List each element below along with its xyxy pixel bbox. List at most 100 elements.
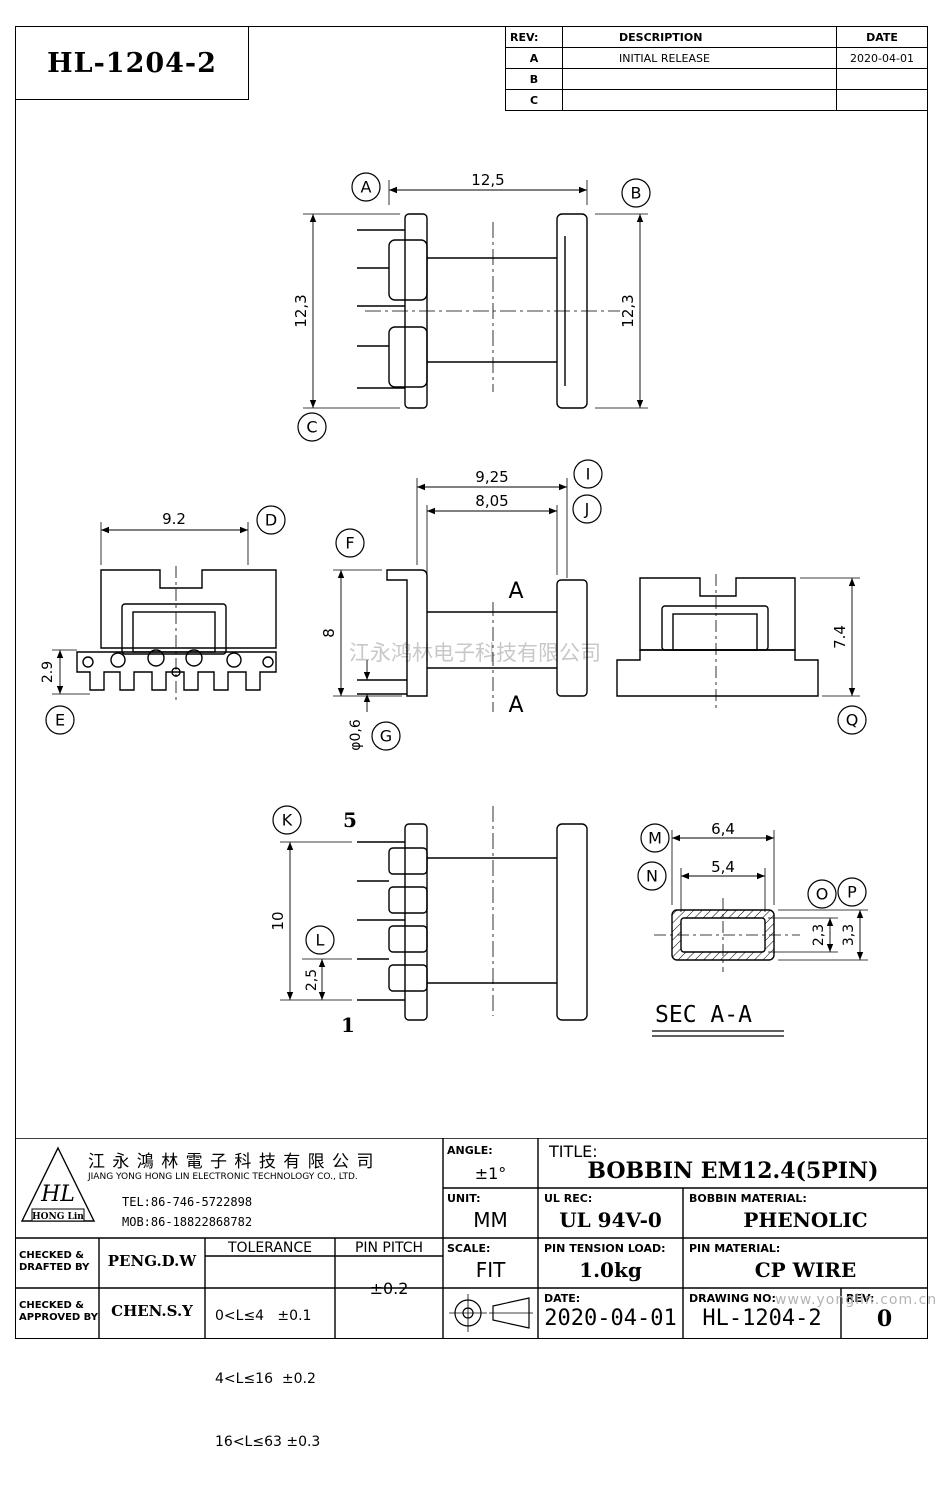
logo-text: HONG Lin (32, 1212, 84, 1222)
angle-value: ±1° (474, 1164, 507, 1183)
part-number: HL-1204-2 (47, 47, 217, 79)
ul-label: UL REC: (544, 1192, 593, 1205)
dim-pin-dia: φ0,6 (348, 719, 364, 751)
description-cell: INITIAL RELEASE (562, 47, 837, 69)
title-label: TITLE: (549, 1142, 598, 1161)
callout-label: F (345, 534, 354, 553)
callout-k: K (272, 805, 302, 835)
pin-material-label: PIN MATERIAL: (689, 1242, 781, 1255)
section-mark-bottom: A (508, 693, 523, 718)
pin-pitch-value: ±0.2 (369, 1279, 409, 1298)
company-tel: TEL:86-746-5722898 (122, 1195, 253, 1209)
callout-q: Q (837, 705, 867, 735)
rear-view: 7.4 (616, 574, 860, 710)
dim-front-width: 9.2 (162, 510, 186, 528)
revision-row: C (505, 89, 928, 111)
callout-m: M (640, 823, 670, 853)
projection-symbol-icon (449, 1294, 533, 1332)
dim-top-height-left: 12,3 (292, 294, 310, 327)
callout-b: B (621, 178, 651, 208)
callout-label: C (306, 418, 317, 437)
dim-sec-inner-h: 2,3 (811, 924, 827, 946)
unit-value: MM (473, 1208, 508, 1232)
callout-label: J (584, 500, 590, 519)
callout-label: K (282, 811, 293, 830)
unit-label: UNIT: (447, 1192, 481, 1205)
title-block-grid (15, 1138, 928, 1339)
dim-rear-height: 7.4 (831, 625, 849, 649)
callout-p: P (837, 877, 867, 907)
dim-top-width: 12,5 (471, 171, 504, 189)
pin-tension-label: PIN TENSION LOAD: (544, 1242, 666, 1255)
dim-bottom-span: 10 (269, 911, 287, 930)
callout-g: G (371, 721, 401, 751)
drawing-frame (15, 26, 928, 1339)
callout-c: C (297, 412, 327, 442)
logo-letters: HL (40, 1182, 75, 1207)
approved-by-label-line2: APPROVED BY (19, 1312, 98, 1323)
title-block: HL HONG Lin 江 永 鴻 林 電 子 科 技 有 限 公 司 JIAN… (15, 1138, 936, 1450)
drafted-by-label-line1: CHECKED & (19, 1250, 84, 1261)
tolerance-label: TOLERANCE (227, 1240, 313, 1256)
drafted-by-label: CHECKED & DRAFTED BY (19, 1250, 89, 1274)
callout-n: N (637, 861, 667, 891)
callout-j: J (572, 494, 602, 524)
top-view: 12,5 12,3 12,3 (292, 171, 648, 409)
callout-l: L (305, 925, 335, 955)
approved-by-label: CHECKED & APPROVED BY (19, 1300, 98, 1324)
section-mark-top: A (508, 579, 523, 604)
callout-d: D (256, 505, 286, 535)
drafted-by-label-line2: DRAFTED BY (19, 1262, 90, 1273)
pin-tension-value: 1.0kg (579, 1258, 642, 1282)
callout-i: I (573, 459, 603, 489)
tolerance-row: 4<L≤16 ±0.2 (215, 1371, 316, 1387)
rev-label: REV: (846, 1292, 875, 1305)
section-title: SEC A-A (655, 1002, 752, 1028)
callout-label: M (648, 829, 662, 848)
pin-material-value: CP WIRE (754, 1258, 857, 1282)
side-view: A A 9,25 8,05 8 φ0,6 (320, 468, 588, 751)
drawing-no-label: DRAWING NO: (689, 1292, 776, 1305)
ul-value: UL 94V-0 (559, 1208, 662, 1232)
pin-number-top: 5 (343, 808, 357, 832)
section-a-a: 6,4 5,4 2,3 3,3 SEC A-A (652, 820, 868, 1037)
callout-label: O (816, 885, 829, 904)
callout-a: A (351, 172, 381, 202)
approved-by-label-line1: CHECKED & (19, 1300, 84, 1311)
callout-label: A (361, 178, 372, 197)
pin-pitch-label: PIN PITCH (354, 1240, 424, 1256)
dim-sec-inner-w: 5,4 (711, 858, 735, 876)
callout-label: E (55, 711, 65, 730)
dim-side-outer: 9,25 (475, 468, 508, 486)
callout-label: I (586, 465, 591, 484)
bobbin-material-label: BOBBIN MATERIAL: (689, 1192, 807, 1205)
company-name-cn: 江 永 鴻 林 電 子 科 技 有 限 公 司 (88, 1152, 375, 1172)
title-value: BOBBIN EM12.4(5PIN) (587, 1158, 879, 1184)
drafted-by-value: PENG.D.W (107, 1252, 197, 1270)
dim-side-height: 8 (320, 628, 338, 638)
callout-f: F (335, 528, 365, 558)
part-number-box: HL-1204-2 (15, 26, 249, 100)
bobbin-material-value: PHENOLIC (743, 1208, 868, 1232)
tolerance-rows: 0<L≤4 ±0.1 4<L≤16 ±0.2 16<L≤63 ±0.3 (215, 1264, 320, 1495)
company-mob: MOB:86-18822868782 (122, 1215, 253, 1229)
date-label: DATE: (544, 1292, 581, 1305)
company-logo: HL HONG Lin (20, 1146, 96, 1222)
callout-label: D (265, 511, 277, 530)
date-value: 2020-04-01 (544, 1306, 677, 1331)
drawing-no-value: HL-1204-2 (702, 1306, 822, 1331)
bottom-view: 5 1 10 2,5 (269, 806, 588, 1037)
angle-label: ANGLE: (447, 1144, 493, 1157)
callout-label: N (646, 867, 658, 886)
tolerance-row: 16<L≤63 ±0.3 (215, 1434, 321, 1450)
callout-e: E (45, 705, 75, 735)
scale-label: SCALE: (447, 1242, 491, 1255)
callout-label: P (847, 883, 857, 902)
tolerance-row: 0<L≤4 ±0.1 (215, 1308, 312, 1324)
callout-label: Q (846, 711, 859, 730)
date-cell (836, 89, 928, 111)
front-view: 9.2 2.9 (40, 510, 277, 700)
scale-value: FIT (475, 1258, 506, 1282)
dim-sec-outer-w: 6,4 (711, 820, 735, 838)
